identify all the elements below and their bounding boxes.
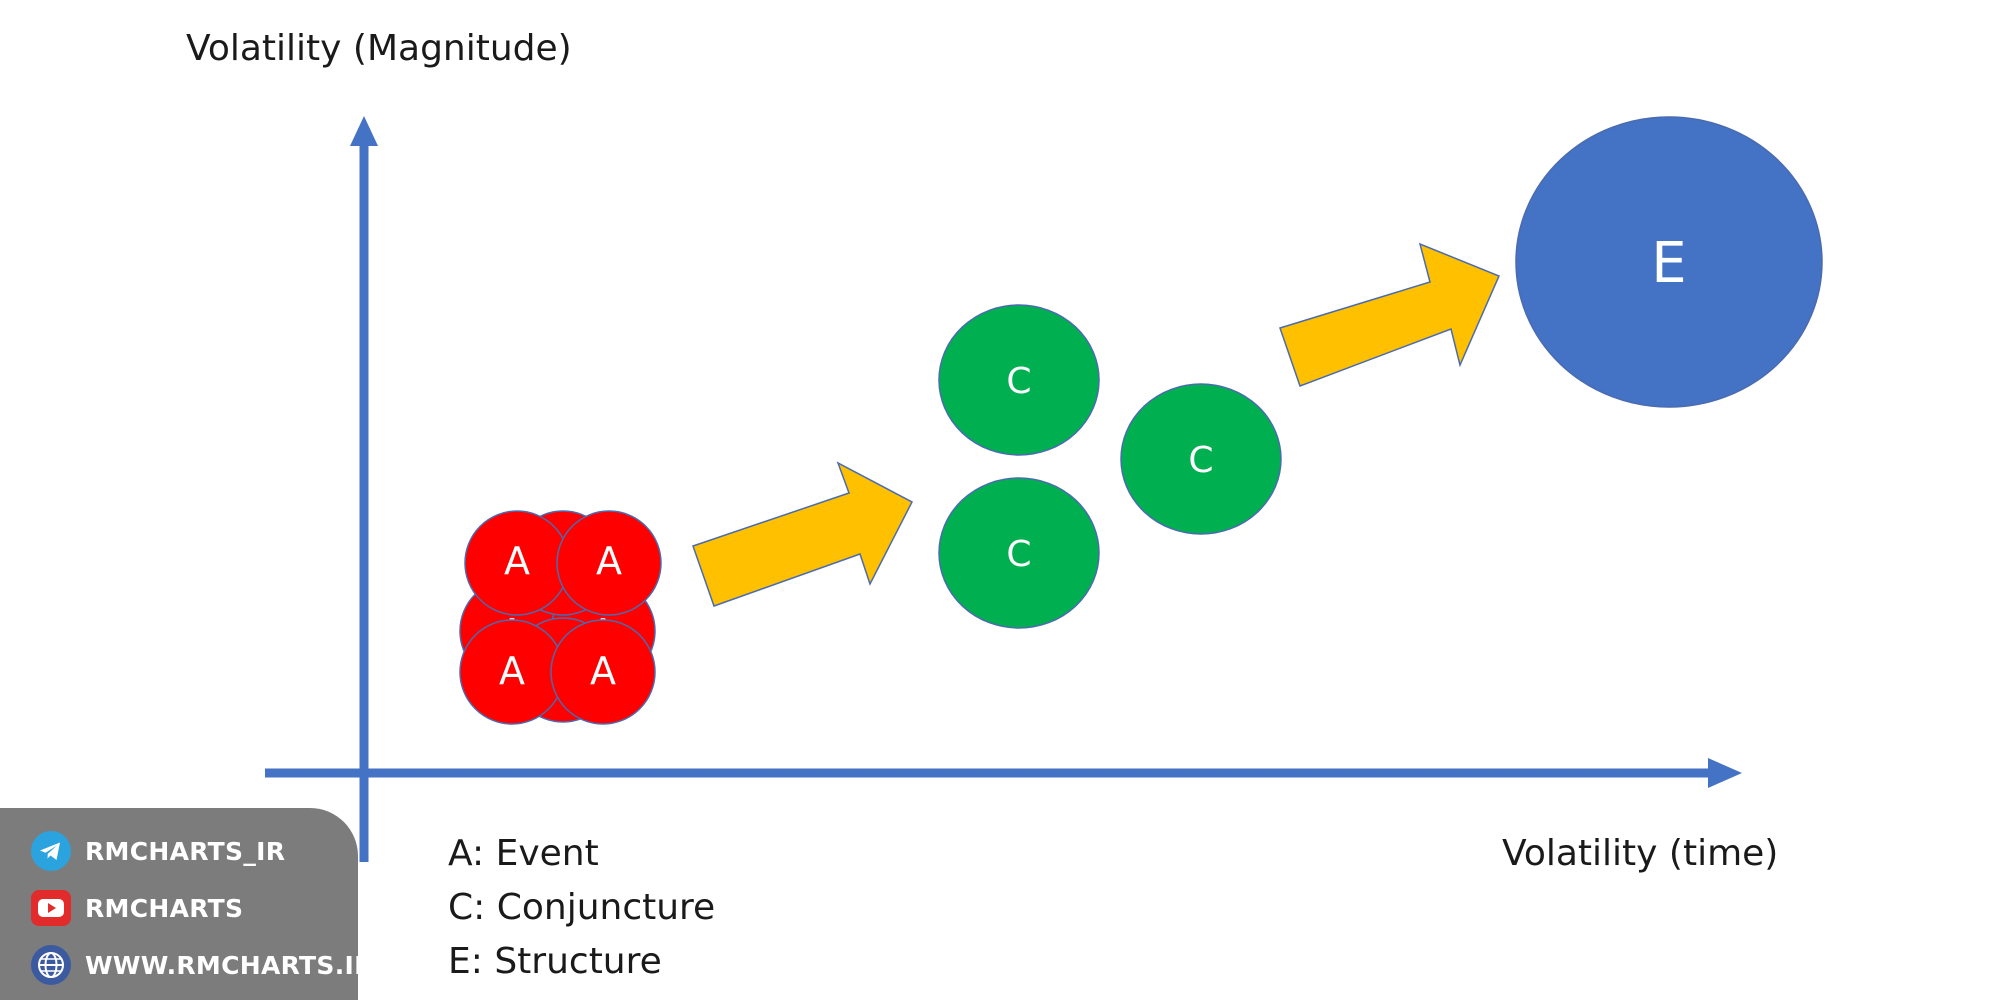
structure-node	[1515, 116, 1823, 408]
event-node-label: A	[499, 649, 525, 693]
event-cluster: A A A A A A	[459, 510, 662, 725]
legend: A: Event C: Conjuncture E: Structure	[448, 833, 715, 982]
conjuncture-node-label: C	[1006, 534, 1031, 575]
progression-arrow	[1279, 242, 1500, 387]
youtube-icon	[30, 887, 72, 929]
legend-item-conjuncture: C: Conjuncture	[448, 887, 715, 928]
conjuncture-node-label: C	[1006, 361, 1031, 402]
website-link[interactable]: WWW.RMCHARTS.IR	[30, 944, 374, 986]
y-axis	[350, 116, 378, 862]
x-axis-label: Volatility (time)	[1502, 833, 1778, 874]
website-url: WWW.RMCHARTS.IR	[85, 950, 374, 980]
structure-group: E	[1515, 116, 1823, 408]
event-node-label: A	[504, 539, 530, 583]
structure-node-label: E	[1651, 231, 1686, 296]
event-node	[556, 510, 662, 616]
conjuncture-node	[1120, 383, 1282, 535]
branding-panel: RMCHARTS_IR RMCHARTS WWW.RMCHARTS.IR	[0, 808, 373, 1000]
youtube-channel: RMCHARTS	[85, 893, 244, 923]
x-axis	[265, 758, 1742, 788]
event-node-label: A	[596, 539, 622, 583]
telegram-icon	[30, 830, 72, 872]
legend-item-structure: E: Structure	[448, 941, 662, 982]
telegram-handle: RMCHARTS_IR	[85, 836, 286, 866]
progression-arrow	[692, 461, 914, 607]
conjuncture-node	[938, 477, 1100, 629]
telegram-link[interactable]: RMCHARTS_IR	[30, 830, 285, 872]
conjuncture-node-label: C	[1188, 440, 1213, 481]
youtube-link[interactable]: RMCHARTS	[30, 887, 243, 929]
event-node	[550, 619, 656, 725]
globe-icon	[30, 944, 72, 986]
y-axis-label: Volatility (Magnitude)	[186, 28, 572, 69]
event-node-label: A	[590, 649, 616, 693]
conjuncture-node	[938, 304, 1100, 456]
legend-item-event: A: Event	[448, 833, 599, 874]
conjuncture-group: C C C	[938, 304, 1282, 629]
